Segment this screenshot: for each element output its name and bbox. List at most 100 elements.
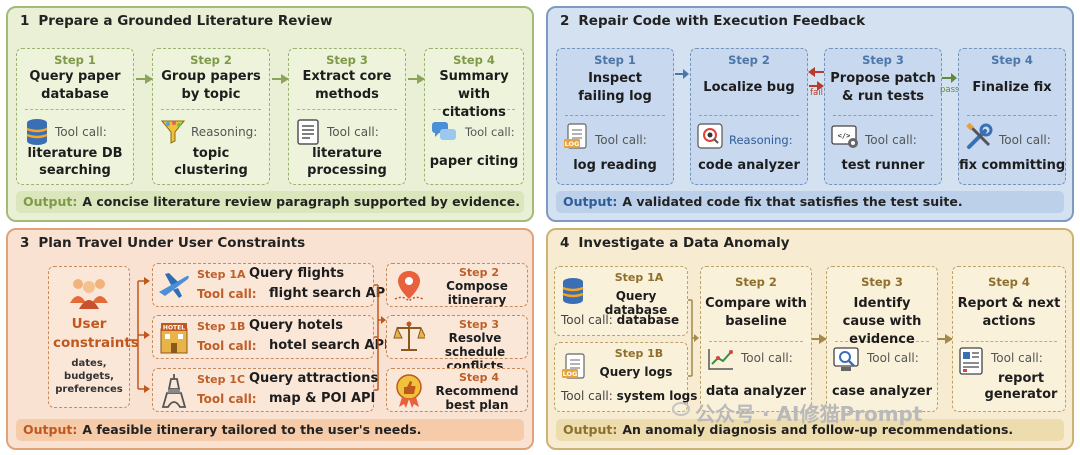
panel-data-anomaly: 4 Investigate a Data Anomaly Step 1A Quer… bbox=[546, 228, 1074, 450]
tool-label: Tool call: bbox=[999, 133, 1051, 147]
flow-arrow bbox=[136, 74, 153, 84]
tool-value: topic clustering bbox=[174, 146, 248, 178]
output-bar: Output:A feasible itinerary tailored to … bbox=[16, 419, 524, 441]
step-title: Resolve schedule conflicts bbox=[444, 331, 506, 373]
step-2-box: Step 2 Group papers by topic Reasoning: … bbox=[152, 48, 270, 185]
flow-arrow bbox=[812, 334, 827, 344]
divider bbox=[161, 109, 261, 110]
step-title: Query hotels bbox=[249, 318, 343, 333]
tool-label: Tool call: bbox=[865, 133, 917, 147]
step-label: Step 2 bbox=[735, 275, 777, 289]
airplane-icon bbox=[157, 270, 191, 304]
step-title: Localize bug bbox=[703, 80, 795, 95]
document-icon bbox=[297, 119, 319, 149]
step-title: Finalize fix bbox=[972, 80, 1052, 95]
panel-number: 1 bbox=[20, 13, 30, 29]
wrench-screwdriver-icon bbox=[965, 122, 993, 155]
tool-value: literature processing bbox=[307, 146, 387, 178]
panel-number: 4 bbox=[560, 235, 570, 251]
tool-value: data analyzer bbox=[705, 384, 807, 399]
watermark: 公众号 · AI修猫Prompt bbox=[695, 402, 923, 426]
funnel-icon bbox=[160, 119, 186, 149]
user-constraints-box: User constraints dates, budgets, prefere… bbox=[48, 266, 139, 408]
pass-arrow bbox=[942, 73, 957, 83]
tool-value: test runner bbox=[841, 158, 925, 173]
divider bbox=[709, 341, 803, 342]
tool-value: map & POI API bbox=[269, 391, 376, 406]
output-text: A validated code fix that satisfies the … bbox=[622, 194, 963, 209]
step-title: Query paper database bbox=[29, 69, 121, 102]
tool-label: Tool call: bbox=[465, 125, 515, 139]
eiffel-tower-icon bbox=[159, 373, 189, 413]
flow-arrow bbox=[408, 74, 425, 84]
output-label: Output: bbox=[23, 422, 78, 437]
tool-label: Tool call: bbox=[561, 389, 613, 403]
tool-line: Tool call: database bbox=[561, 313, 679, 327]
step-label: Step 1 bbox=[54, 53, 96, 67]
tool-value: code analyzer bbox=[698, 158, 800, 173]
step-label: Step 1B bbox=[614, 347, 664, 360]
svg-text:</>: </> bbox=[838, 132, 851, 140]
step-title: Identify cause with evidence bbox=[842, 296, 922, 347]
log-tag-text: LOG bbox=[563, 370, 578, 378]
log-file-icon: LOG bbox=[561, 353, 587, 385]
step-label: Step 2 bbox=[728, 53, 770, 67]
panel-travel-planning: 3 Plan Travel Under User Constraints User… bbox=[6, 228, 534, 450]
tool-label: Tool call: bbox=[561, 313, 613, 327]
panel-title: 4 Investigate a Data Anomaly bbox=[560, 235, 790, 251]
panel-title-text: Investigate a Data Anomaly bbox=[578, 235, 790, 251]
output-label: Output: bbox=[563, 422, 618, 437]
database-icon bbox=[25, 118, 49, 150]
pass-label: pass bbox=[940, 85, 960, 95]
step-title: Compare with baseline bbox=[705, 296, 807, 329]
tool-label: Tool call: bbox=[741, 351, 793, 365]
step-2-box: Step 2 Localize bug Reasoning: code anal… bbox=[690, 48, 808, 185]
divider bbox=[297, 109, 397, 110]
flow-arrow bbox=[938, 334, 953, 344]
step-1a-box: Step 1A Query flights Tool call: flight … bbox=[152, 263, 390, 307]
step-label: Step 2 bbox=[190, 53, 232, 67]
branch-connector bbox=[130, 277, 150, 393]
line-chart-icon bbox=[707, 347, 735, 375]
step-4-box: Step 4 Finalize fix Tool call: fix commi… bbox=[958, 48, 1066, 185]
panel-number: 3 bbox=[20, 235, 30, 251]
output-label: Output: bbox=[23, 194, 78, 209]
tool-label: Tool call: bbox=[197, 392, 257, 406]
step-1-box: Step 1 Query paper database Tool call: l… bbox=[16, 48, 134, 185]
output-bar: Output:A concise literature review parag… bbox=[16, 191, 524, 213]
tool-value: database bbox=[616, 313, 680, 327]
step-1a-box: Step 1A Query database Tool call: databa… bbox=[554, 266, 688, 336]
tool-value: report generator bbox=[984, 371, 1058, 402]
output-bar: Output:A validated code fix that satisfi… bbox=[556, 191, 1064, 213]
step-1b-box: LOG Step 1B Query logs Tool call: system… bbox=[554, 342, 697, 412]
step-1b-box: HOTEL Step 1B Query hotels Tool call: ho… bbox=[152, 315, 389, 359]
panel-title-text: Plan Travel Under User Constraints bbox=[38, 235, 306, 251]
output-text: An anomaly diagnosis and follow-up recom… bbox=[622, 422, 1014, 437]
step-title: Compose itinerary bbox=[446, 279, 508, 307]
step-label: Step 1A bbox=[614, 271, 664, 284]
step-1-box: Step 1 Inspect failing log LOG Tool call… bbox=[556, 48, 674, 185]
step-title: Inspect failing log bbox=[578, 71, 652, 104]
watermark-icon bbox=[672, 402, 690, 416]
step-label: Step 3 bbox=[459, 318, 499, 331]
flow-arrow bbox=[272, 74, 289, 84]
output-bar: Output: An anomaly diagnosis and follow-u… bbox=[556, 419, 1064, 441]
chat-bubbles-icon bbox=[431, 121, 457, 147]
flow-arrow bbox=[675, 69, 689, 79]
step-3-box: Step 3 Extract core methods Tool call: l… bbox=[288, 48, 406, 185]
step-4-box: Step 4 Recommend best plan bbox=[386, 368, 528, 412]
step-2-box: Step 2 Compose itinerary bbox=[386, 263, 528, 307]
tool-label: Reasoning: bbox=[191, 125, 258, 139]
step-2-box: Step 2 Compare with baseline Tool call: … bbox=[700, 266, 812, 412]
panel-number: 2 bbox=[560, 13, 570, 29]
step-label: Step 4 bbox=[453, 53, 495, 67]
step-label: Step 4 bbox=[991, 53, 1033, 67]
report-icon bbox=[959, 347, 983, 379]
database-icon bbox=[561, 277, 585, 309]
fail-label: fail bbox=[810, 88, 823, 98]
divider bbox=[833, 115, 933, 116]
tool-value: case analyzer bbox=[831, 384, 933, 399]
